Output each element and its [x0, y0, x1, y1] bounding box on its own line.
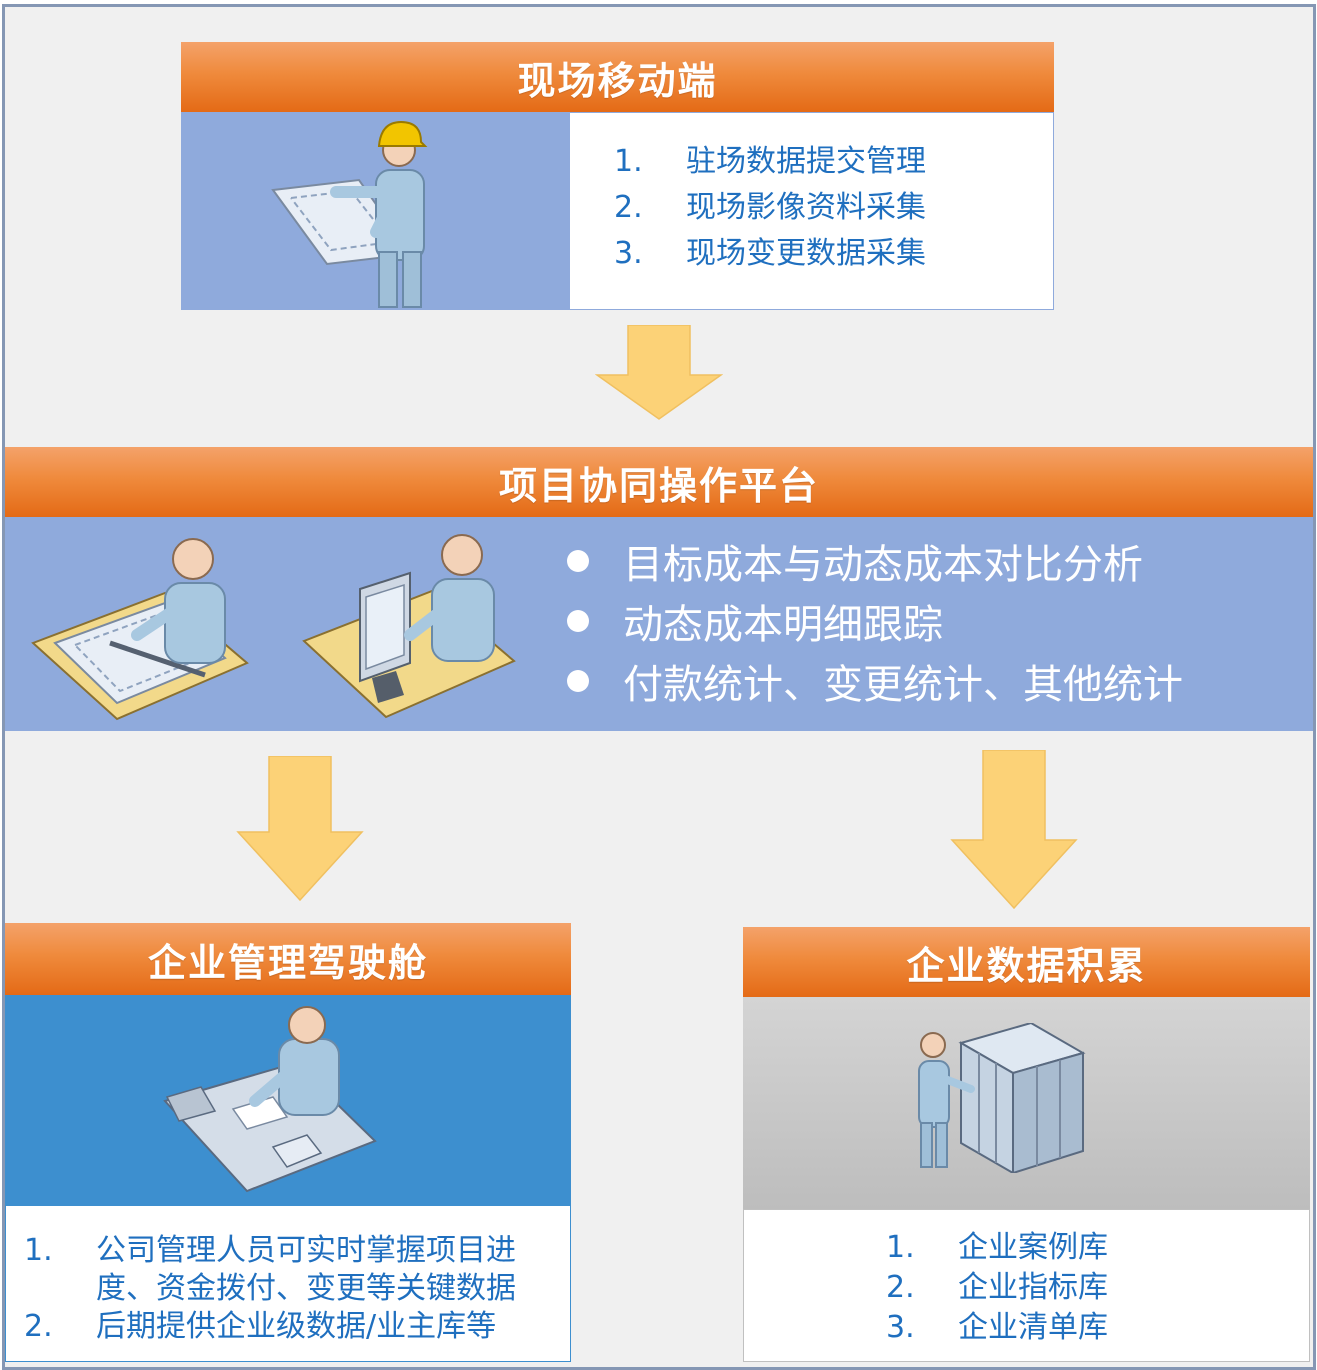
cockpit-title-text: 企业管理驾驶舱	[147, 940, 428, 985]
data-accum-title: 企业数据积累	[743, 927, 1310, 997]
mobile-title: 现场移动端	[181, 42, 1054, 112]
platform-panel: 目标成本与动态成本对比分析 动态成本明细跟踪 付款统计、变更统计、其他统计	[5, 517, 1313, 731]
bullet-icon	[567, 670, 589, 692]
list-item: 3.现场变更数据采集	[614, 236, 926, 271]
platform-title-text: 项目协同操作平台	[498, 463, 819, 508]
mobile-image-panel	[181, 112, 569, 310]
bullet-icon	[567, 610, 589, 632]
mobile-title-text: 现场移动端	[517, 58, 718, 103]
list-item: 2.现场影像资料采集	[614, 190, 926, 225]
mobile-list-panel: 1.驻场数据提交管理 2.现场影像资料采集 3.现场变更数据采集	[569, 112, 1054, 310]
down-arrow-icon	[950, 750, 1078, 910]
cockpit-list: 1. 公司管理人员可实时掌握项目进度、资金拨付、变更等关键数据 2. 后期提供企…	[24, 1232, 516, 1346]
list-item: 1. 公司管理人员可实时掌握项目进度、资金拨付、变更等关键数据	[24, 1233, 516, 1306]
bullet-icon	[567, 550, 589, 572]
platform-title: 项目协同操作平台	[5, 447, 1313, 517]
worker-with-blueprint-icon	[271, 120, 428, 308]
down-arrow-icon	[236, 756, 364, 902]
list-item: 目标成本与动态成本对比分析	[567, 531, 1183, 591]
data-accum-list-panel: 1.企业案例库 2.企业指标库 3.企业清单库	[743, 1209, 1310, 1362]
list-item: 付款统计、变更统计、其他统计	[567, 651, 1183, 711]
office-desk-icon	[163, 1006, 377, 1193]
platform-list: 目标成本与动态成本对比分析 动态成本明细跟踪 付款统计、变更统计、其他统计	[567, 531, 1183, 711]
cockpit-image-panel	[5, 995, 571, 1205]
computer-desk-icon	[302, 534, 516, 719]
list-item: 1.驻场数据提交管理	[614, 144, 926, 179]
list-item: 2. 后期提供企业级数据/业主库等	[24, 1309, 497, 1344]
data-accum-title-text: 企业数据积累	[906, 943, 1147, 988]
down-arrow-icon	[595, 325, 723, 420]
list-item: 1.企业案例库	[886, 1230, 1108, 1265]
data-accum-image-panel	[743, 997, 1310, 1209]
cockpit-list-panel: 1. 公司管理人员可实时掌握项目进度、资金拨付、变更等关键数据 2. 后期提供企…	[5, 1205, 571, 1362]
cockpit-title: 企业管理驾驶舱	[5, 923, 571, 995]
list-item: 3.企业清单库	[886, 1310, 1108, 1345]
list-item: 动态成本明细跟踪	[567, 591, 1183, 651]
server-rack-icon	[918, 1023, 1086, 1173]
drafting-desk-icon	[31, 538, 249, 721]
data-accum-list: 1.企业案例库 2.企业指标库 3.企业清单库	[886, 1228, 1108, 1348]
mobile-list: 1.驻场数据提交管理 2.现场影像资料采集 3.现场变更数据采集	[614, 139, 926, 277]
list-item: 2.企业指标库	[886, 1270, 1108, 1305]
